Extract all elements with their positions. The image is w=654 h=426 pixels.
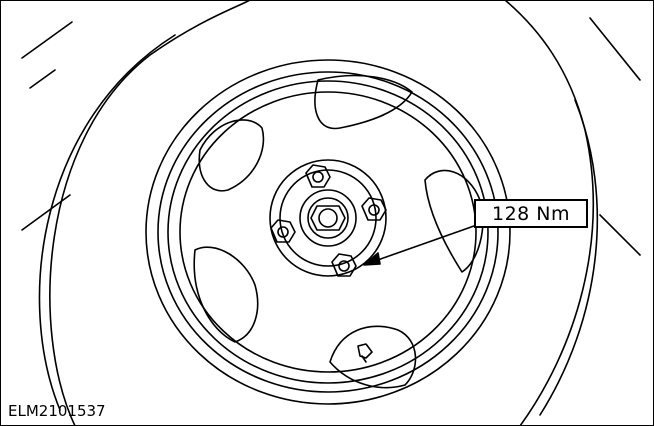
rim-spoke-openings [193,74,484,389]
figure-id-label: ELM2101537 [8,402,106,420]
torque-callout-label: 128 Nm [474,199,588,228]
wheel-rim [145,59,511,405]
wheel-nut [270,219,296,243]
callout-arrow [363,225,475,266]
wheel-nut [305,164,331,188]
valve-stem [357,343,373,363]
wheel-hub [269,159,387,277]
wheel-nut [331,253,357,277]
wheel-nut [361,197,387,221]
tire-outline [21,0,641,426]
